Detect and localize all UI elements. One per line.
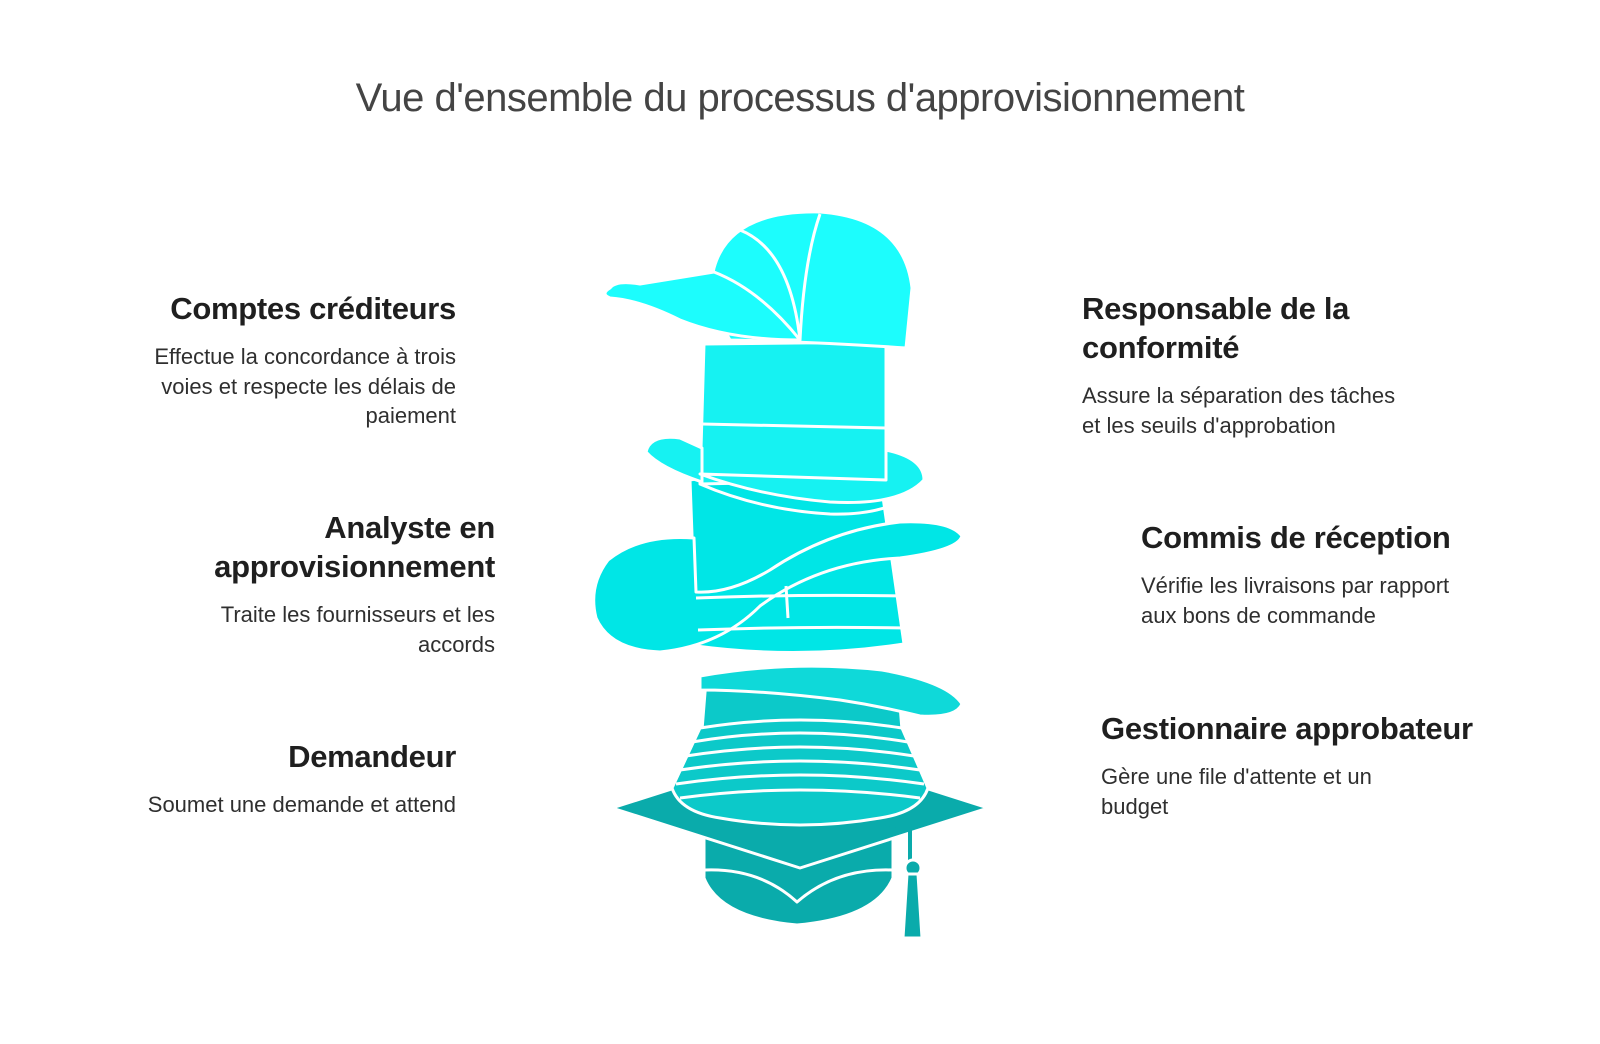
role-demandeur: Demandeur Soumet une demande et attend xyxy=(36,737,457,820)
role-responsable-conformite: Responsable de la conformité Assure la s… xyxy=(1082,289,1502,440)
top-hat-icon xyxy=(644,340,926,516)
role-description: Vérifie les livraisons par rapport aux b… xyxy=(1141,573,1450,628)
role-gestionnaire-approbateur: Gestionnaire approbateur Gère une file d… xyxy=(1101,709,1541,821)
role-heading: Comptes créditeurs xyxy=(170,291,456,326)
role-analyste-approvisionnement: Analyste en approvisionnement Traite les… xyxy=(75,508,495,659)
role-description: Soumet une demande et attend xyxy=(147,792,456,817)
role-description: Assure la séparation des tâches et les s… xyxy=(1082,383,1396,438)
role-description: Traite les fournisseurs et les accords xyxy=(220,602,495,657)
role-heading: Responsable de la conformité xyxy=(1082,291,1350,365)
role-heading: Demandeur xyxy=(288,739,456,774)
role-description: Gère une file d'attente et un budget xyxy=(1101,764,1372,819)
baseball-cap-icon xyxy=(603,210,914,350)
role-comptes-crediteurs: Comptes créditeurs Effectue la concordan… xyxy=(36,289,456,431)
page-title: Vue d'ensemble du processus d'approvisio… xyxy=(355,76,1245,120)
role-description: Effectue la concordance à trois voies et… xyxy=(154,344,456,428)
role-heading: Commis de réception xyxy=(1141,520,1451,555)
role-heading: Gestionnaire approbateur xyxy=(1101,711,1473,746)
cowboy-hat-icon xyxy=(592,468,964,655)
cap-icon xyxy=(698,664,964,718)
role-commis-reception: Commis de réception Vérifie les livraiso… xyxy=(1141,518,1561,630)
role-heading: Analyste en approvisionnement xyxy=(214,510,495,584)
